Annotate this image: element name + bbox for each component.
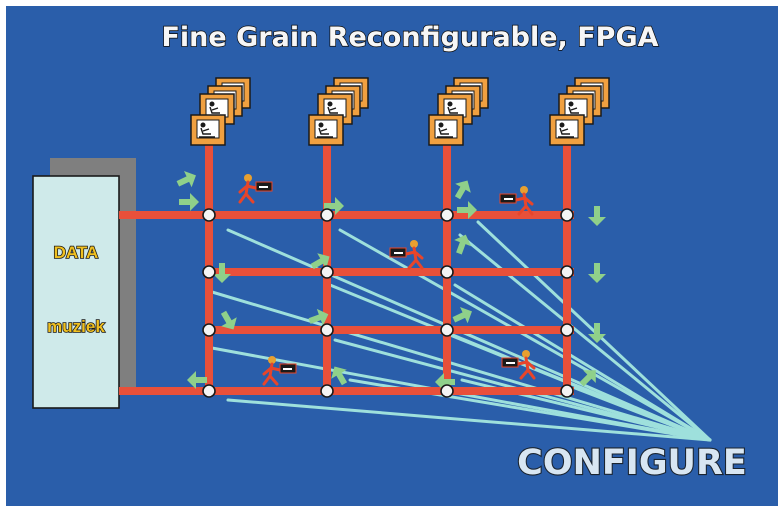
configure-label: CONFIGURE <box>517 443 747 483</box>
switch-node-icon <box>440 384 454 398</box>
slide-title: Fine Grain Reconfigurable, FPGA <box>161 22 658 53</box>
switch-node-icon <box>202 384 216 398</box>
muziek-label: muziek <box>47 317 105 336</box>
switch-node-icon <box>440 265 454 279</box>
switch-node-icon <box>440 323 454 337</box>
switch-node-icon <box>202 323 216 337</box>
switch-node-icon <box>202 208 216 222</box>
switch-node-icon <box>320 208 334 222</box>
switch-node-icon <box>320 323 334 337</box>
data-label: DATA <box>54 243 99 262</box>
data-block: DATA muziek <box>32 158 136 409</box>
switch-nodes <box>202 208 574 398</box>
switch-node-icon <box>560 384 574 398</box>
switch-node-icon <box>320 265 334 279</box>
switch-node-icon <box>202 265 216 279</box>
switch-node-icon <box>440 208 454 222</box>
switch-node-icon <box>320 384 334 398</box>
switch-node-icon <box>560 208 574 222</box>
switch-node-icon <box>560 323 574 337</box>
switch-node-icon <box>560 265 574 279</box>
horizontal-wires <box>119 211 574 395</box>
